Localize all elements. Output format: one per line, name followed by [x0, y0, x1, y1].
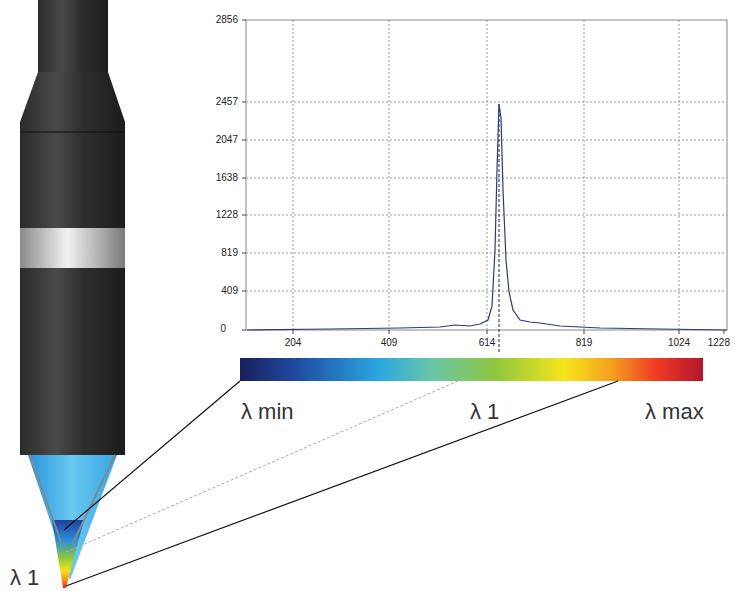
sensor-probe — [20, 0, 125, 588]
axis-tick-label: 819 — [221, 248, 238, 258]
leader-line — [64, 381, 618, 586]
spectrum-chart — [242, 20, 727, 352]
wavelength-label: λ 1 — [10, 567, 39, 589]
axis-tick-label: 204 — [285, 338, 302, 348]
axis-tick-label: 614 — [479, 338, 496, 348]
axis-tick-label: 409 — [381, 338, 398, 348]
axis-tick-label: 1228 — [216, 210, 238, 220]
axis-tick-label: 2856 — [216, 15, 238, 25]
axis-tick-label: 1638 — [216, 173, 238, 183]
axis-tick-label: 2047 — [216, 135, 238, 145]
wavelength-label: λ min — [241, 401, 294, 423]
axis-tick-label: 1228 — [708, 338, 730, 348]
axis-tick-label: 409 — [221, 286, 238, 296]
wavelength-label: λ 1 — [470, 401, 499, 423]
spectrum-bar — [240, 358, 703, 381]
axis-tick-label: 0 — [220, 324, 226, 334]
axis-tick-label: 819 — [576, 338, 593, 348]
wavelength-label: λ max — [645, 401, 704, 423]
axis-tick-label: 1024 — [668, 338, 690, 348]
axis-tick-label: 2457 — [216, 97, 238, 107]
